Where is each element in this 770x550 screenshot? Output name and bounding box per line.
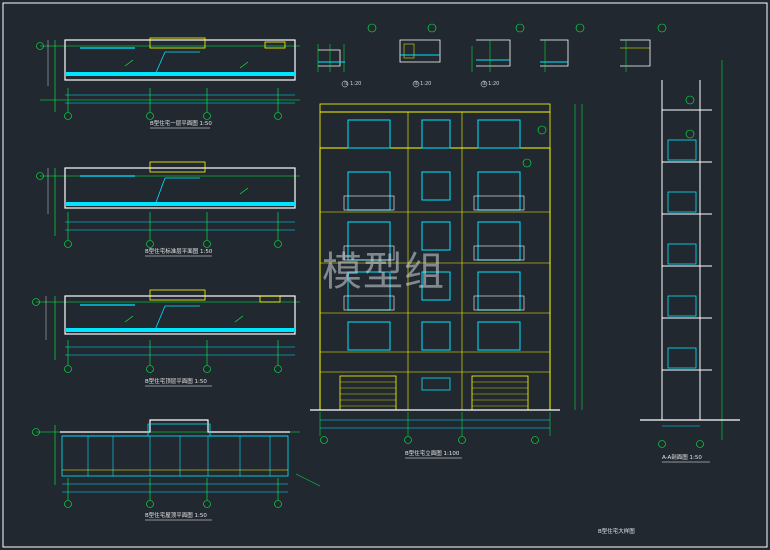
plan-view-2 (36, 161, 300, 257)
detail-1 (317, 23, 377, 88)
detail-5 (620, 23, 667, 72)
detail-4 (540, 23, 585, 72)
detail-1-title: ① 1:20 (344, 81, 362, 87)
elevation-view (310, 103, 583, 459)
sheet-title: B型住宅大样图 (598, 529, 635, 535)
elevation-title: B型住宅立面图 1:100 (405, 451, 460, 457)
plan-1-title: B型住宅一层平面图 1:50 (150, 121, 212, 127)
plan-2-title: B型住宅标准层平面图 1:50 (145, 249, 213, 255)
detail-2-title: ② 1:20 (414, 81, 432, 87)
plan-view-1 (36, 37, 300, 129)
watermark: 模型组 (322, 249, 445, 295)
plan-view-3 (32, 289, 300, 387)
section-view (640, 60, 740, 463)
plan-4-title: B型住宅屋顶平面图 1:50 (145, 513, 207, 519)
section-title: A-A剖面图 1:50 (662, 455, 702, 461)
detail-3 (471, 23, 525, 88)
plan-view-4 (32, 419, 321, 521)
plan-3-title: B型住宅顶层平面图 1:50 (145, 379, 207, 385)
detail-2 (399, 23, 441, 88)
detail-3-title: ③ 1:20 (482, 81, 500, 87)
